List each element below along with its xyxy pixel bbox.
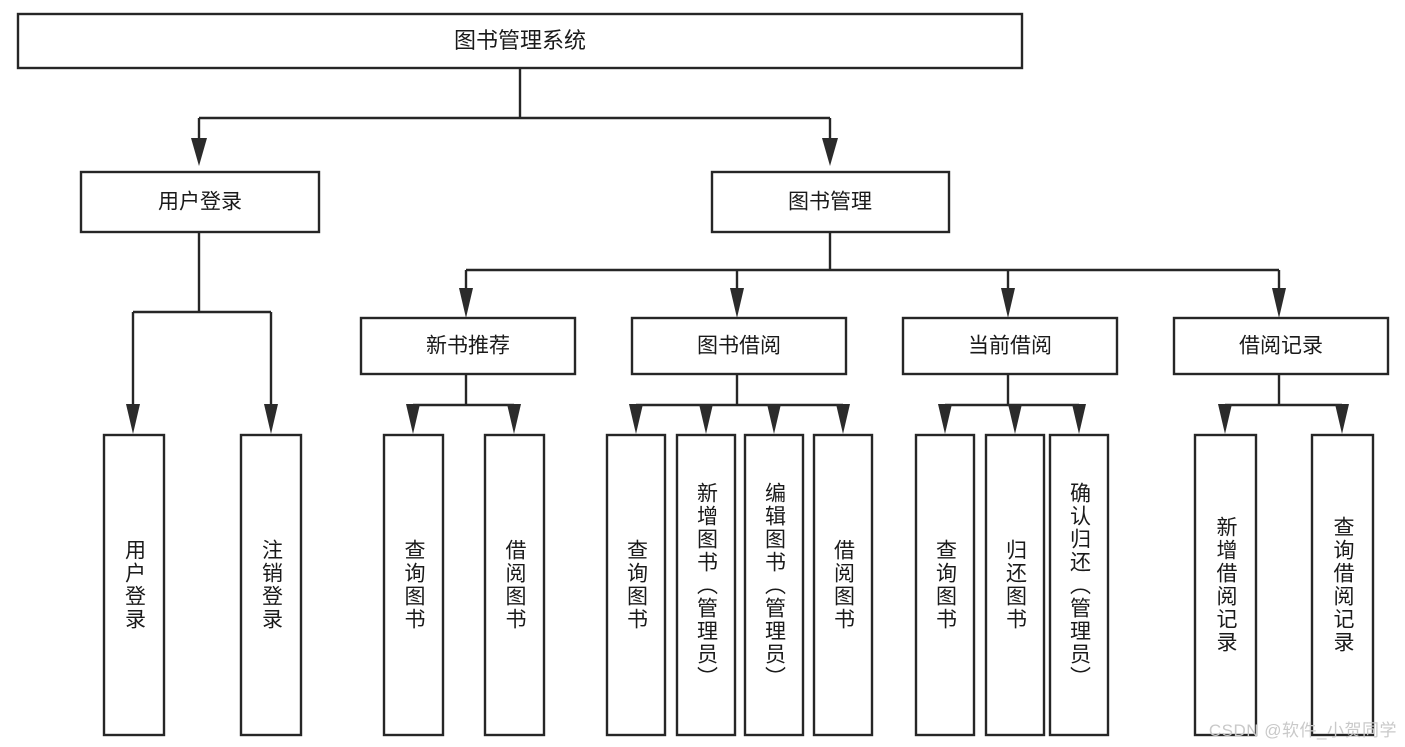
arrow-currentborrow-leaf-1: [1008, 404, 1022, 434]
node-book-management-label: 图书管理: [788, 191, 872, 214]
leaf-box-current-borrow-1[interactable]: [984, 433, 1046, 737]
leaf-box-borrow-records-1[interactable]: [1310, 433, 1375, 737]
arrow-bookmgmt-child-1: [730, 288, 744, 318]
node-current-borrow-box[interactable]: [901, 316, 1119, 376]
leaf-box-book-borrow-2[interactable]: [743, 433, 805, 737]
node-new-book-recommend-box[interactable]: [359, 316, 577, 376]
node-book-borrow-label: 图书借阅: [697, 335, 781, 358]
arrow-bookmgmt-child-0: [459, 288, 473, 318]
leaf-box-new-book-0[interactable]: [382, 433, 445, 737]
connector-group-root: [191, 68, 838, 166]
connector-group-bookborrow: [629, 374, 850, 434]
arrow-currentborrow-leaf-0: [938, 404, 952, 434]
arrow-userlogin-leaf-0: [126, 404, 140, 434]
node-user-login-label: 用户登录: [158, 191, 242, 214]
csdn-watermark: CSDN @软件_小贺同学: [1208, 721, 1397, 740]
arrow-bookmgmt-child-2: [1001, 288, 1015, 318]
connector-group-userlogin: [126, 232, 278, 434]
node-book-management-box[interactable]: [710, 170, 951, 234]
leaf-box-user-login-1[interactable]: [239, 433, 303, 737]
arrow-borrowrecords-leaf-0: [1218, 404, 1232, 434]
arrow-borrowrecords-leaf-1: [1335, 404, 1349, 434]
leaf-box-book-borrow-0[interactable]: [605, 433, 667, 737]
node-user-login-box[interactable]: [79, 170, 321, 234]
arrow-root-to-userlogin: [191, 138, 207, 166]
arrow-currentborrow-leaf-2: [1072, 404, 1086, 434]
node-root-box[interactable]: [16, 12, 1024, 70]
leaf-box-borrow-records-0[interactable]: [1193, 433, 1258, 737]
node-book-borrow-box[interactable]: [630, 316, 848, 376]
leaf-box-current-borrow-0[interactable]: [914, 433, 976, 737]
arrow-newbook-leaf-1: [507, 404, 521, 434]
arrow-newbook-leaf-0: [406, 404, 420, 434]
node-borrow-records-label: 借阅记录: [1239, 335, 1323, 358]
leaf-box-current-borrow-2[interactable]: [1048, 433, 1110, 737]
node-borrow-records-box[interactable]: [1172, 316, 1390, 376]
arrow-root-to-bookmgmt: [822, 138, 838, 166]
connector-group-bookmgmt: [459, 232, 1286, 318]
node-root-label: 图书管理系统: [454, 28, 586, 53]
arrow-bookborrow-leaf-0: [629, 404, 643, 434]
leaf-box-new-book-1[interactable]: [483, 433, 546, 737]
leaf-box-book-borrow-1[interactable]: [675, 433, 737, 737]
node-new-book-recommend-label: 新书推荐: [426, 335, 510, 358]
arrow-bookborrow-leaf-2: [767, 404, 781, 434]
arrow-bookborrow-leaf-3: [836, 404, 850, 434]
connector-group-currentborrow: [938, 374, 1086, 434]
connector-group-borrowrecords: [1218, 374, 1349, 434]
leaf-box-user-login-0[interactable]: [102, 433, 166, 737]
leaf-box-book-borrow-3[interactable]: [812, 433, 874, 737]
arrow-userlogin-leaf-1: [264, 404, 278, 434]
arrow-bookmgmt-child-3: [1272, 288, 1286, 318]
connector-group-newbook: [406, 374, 521, 434]
node-current-borrow-label: 当前借阅: [968, 335, 1052, 358]
arrow-bookborrow-leaf-1: [699, 404, 713, 434]
